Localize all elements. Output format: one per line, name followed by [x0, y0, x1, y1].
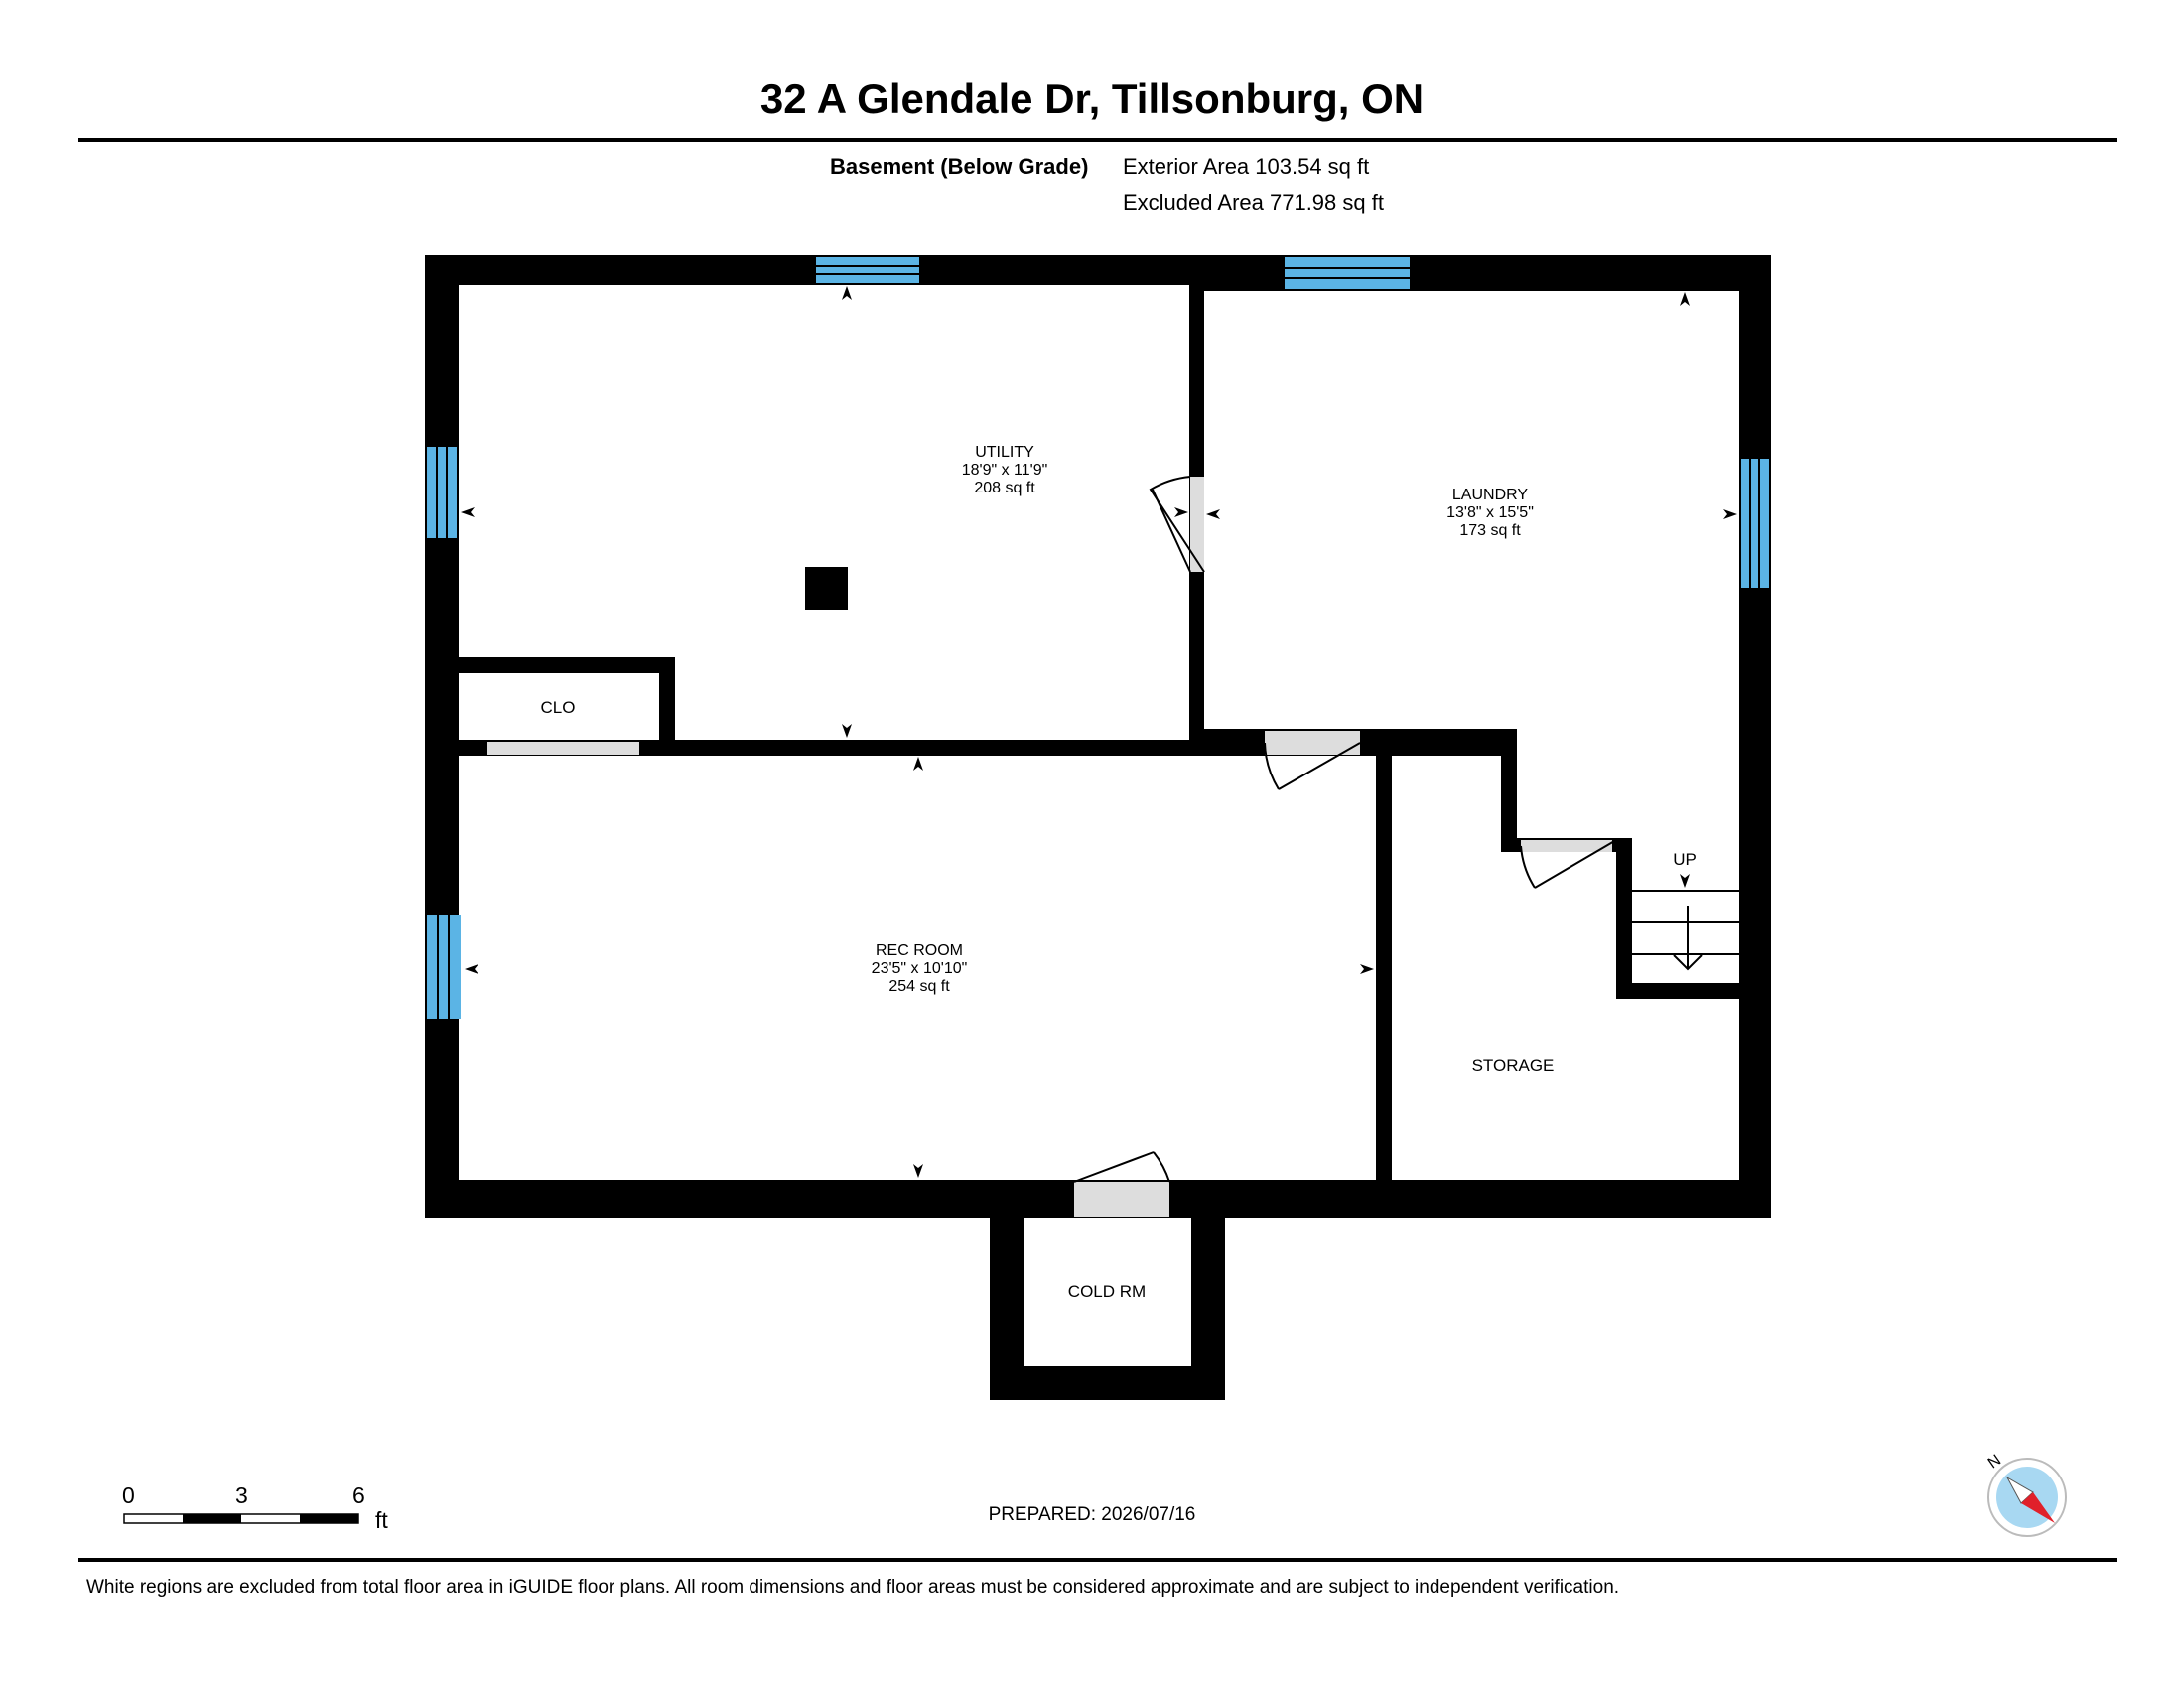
clo-name: CLO — [541, 698, 576, 717]
scale-tick-0: 0 — [122, 1482, 135, 1508]
rec-room-dims: 23'5" x 10'10" — [872, 960, 968, 977]
laundry-name: LAUNDRY — [1452, 487, 1529, 503]
disclaimer: White regions are excluded from total fl… — [86, 1577, 1620, 1598]
scale-bar — [123, 1513, 359, 1524]
scale-tick-6: 6 — [352, 1482, 365, 1508]
window-top-laundry — [1285, 257, 1410, 289]
scale-unit: ft — [375, 1507, 388, 1533]
laundry-area: 173 sq ft — [1459, 522, 1521, 539]
stairs-up-label: UP — [1673, 850, 1697, 869]
exterior-area: Exterior Area 103.54 sq ft — [1123, 154, 1370, 179]
door-swing-utility — [1149, 476, 1205, 573]
room-labels: UTILITY 18'9" x 11'9" 208 sq ft LAUNDRY … — [541, 444, 1697, 1301]
rec-room-name: REC ROOM — [876, 942, 963, 959]
header-divider — [78, 138, 2117, 142]
utility-area: 208 sq ft — [974, 480, 1035, 496]
storage-name: STORAGE — [1472, 1056, 1555, 1075]
door-cold-room — [1074, 1182, 1169, 1217]
window-top-utility — [816, 257, 919, 283]
wall-left — [425, 255, 459, 1218]
wall-cold-bottom — [990, 1366, 1225, 1400]
laundry-dims: 13'8" x 15'5" — [1446, 504, 1534, 521]
window-left-utility — [427, 447, 457, 538]
door-utility-laundry — [1190, 477, 1204, 572]
prepared-date: PREPARED: 2026/07/16 — [988, 1504, 1196, 1525]
window-left-rec — [427, 915, 461, 1019]
rec-room-area: 254 sq ft — [888, 978, 950, 995]
doors — [487, 476, 1617, 1217]
utility-dims: 18'9" x 11'9" — [962, 462, 1048, 479]
cold-rm-name: COLD RM — [1068, 1282, 1146, 1301]
stairs — [1632, 890, 1739, 971]
excluded-area: Excluded Area 771.98 sq ft — [1123, 190, 1384, 214]
door-closet — [487, 742, 639, 755]
page-title: 32 A Glendale Dr, Tillsonburg, ON — [759, 75, 1425, 122]
measurement-markers — [461, 286, 1737, 1178]
window-right-laundry — [1741, 459, 1769, 588]
scale-tick-3: 3 — [235, 1482, 248, 1508]
floor-label: Basement (Below Grade) — [830, 154, 1089, 179]
utility-name: UTILITY — [975, 444, 1034, 461]
windows — [427, 257, 1769, 1019]
door-rec-laundry — [1265, 731, 1360, 755]
door-storage — [1521, 840, 1612, 852]
wall-right — [1739, 255, 1771, 1218]
footer-divider — [78, 1558, 2117, 1562]
